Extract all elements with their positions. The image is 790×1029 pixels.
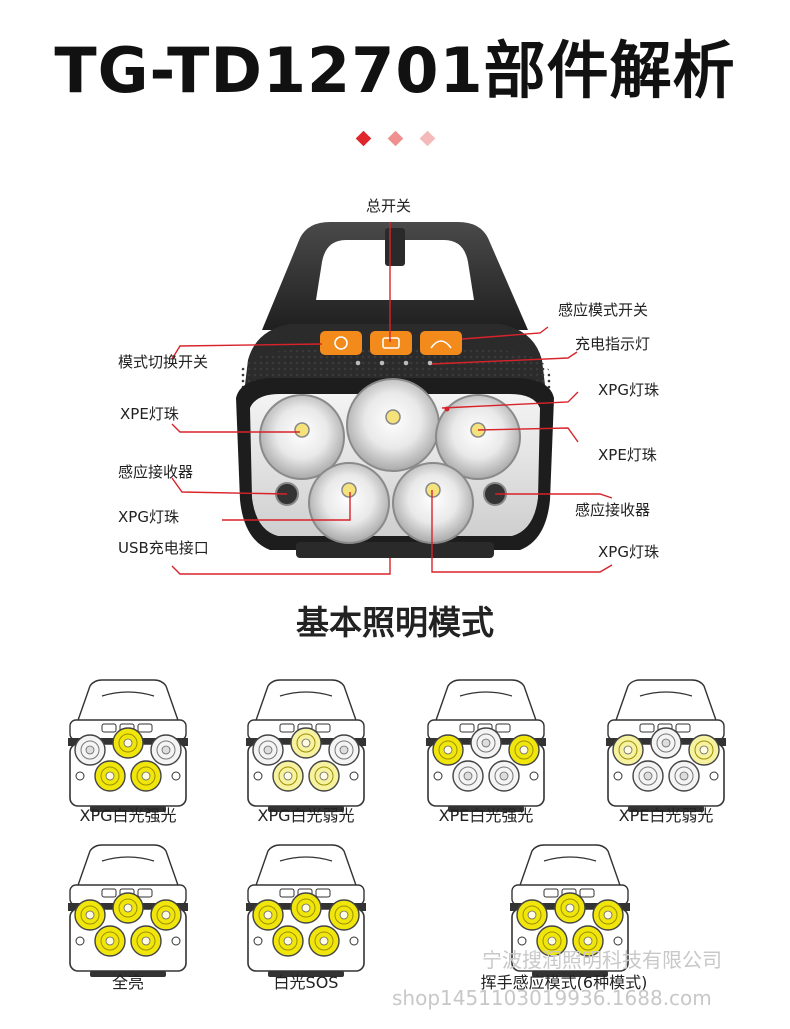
mode-caption: XPG白光弱光 <box>257 806 355 825</box>
label-xpe-bead-right: XPE灯珠 <box>598 446 657 464</box>
callout-lines <box>171 222 613 575</box>
label-xpg-bead-left: XPG灯珠 <box>118 508 179 526</box>
label-xpe-bead-left: XPE灯珠 <box>120 405 179 423</box>
watermark-shop-url: shop1451103019936.1688.com <box>392 986 712 1010</box>
mode-thumbnail <box>426 679 546 812</box>
label-sensor-receiver-left: 感应接收器 <box>118 463 194 481</box>
xpg-bead-bottom-right <box>392 462 474 544</box>
page-title: TG-TD12701部件解析 <box>54 34 736 107</box>
mode-thumbnail <box>606 679 726 812</box>
label-usb-port: USB充电接口 <box>118 539 209 557</box>
mode-switch-button[interactable] <box>320 331 362 355</box>
xpg-bead-bottom-left <box>308 462 390 544</box>
mode-thumbnail <box>510 844 630 977</box>
mode-caption: XPE白光强光 <box>438 806 534 825</box>
watermark-company: 宁波搜润照明科技有限公司 <box>482 948 722 972</box>
label-mode-switch: 模式切换开关 <box>118 353 209 371</box>
xpe-bead-left <box>259 394 345 480</box>
mode-thumbnail <box>246 679 366 812</box>
sensor-mode-button[interactable] <box>420 331 462 355</box>
label-charge-indicator: 充电指示灯 <box>575 335 651 353</box>
modes-section-title: 基本照明模式 <box>296 603 494 642</box>
mode-thumbnail <box>68 844 188 977</box>
callout-dot <box>444 406 450 412</box>
headlamp-diagram <box>171 222 613 575</box>
mode-thumbnail <box>68 679 188 812</box>
label-main-switch: 总开关 <box>366 197 412 215</box>
main-power-button[interactable] <box>370 331 412 355</box>
mode-caption: XPG白光强光 <box>79 806 177 825</box>
label-sensor-mode-switch: 感应模式开关 <box>558 301 649 319</box>
mode-thumbnail <box>246 844 366 977</box>
mode-caption: 白光SOS <box>273 973 339 992</box>
mode-caption: XPE白光弱光 <box>618 806 714 825</box>
usb-port-cover <box>296 542 494 558</box>
strap-bracket <box>262 222 528 330</box>
xpg-bead-top <box>346 378 440 472</box>
label-xpg-bead-right-bottom: XPG灯珠 <box>598 543 659 561</box>
label-sensor-receiver-right: 感应接收器 <box>575 501 651 519</box>
mode-caption: 全亮 <box>111 973 144 992</box>
label-xpg-bead-right-top: XPG灯珠 <box>598 381 659 399</box>
mode-caption: 挥手感应模式(6种模式) <box>480 973 648 992</box>
charge-indicator-leds <box>355 360 433 366</box>
